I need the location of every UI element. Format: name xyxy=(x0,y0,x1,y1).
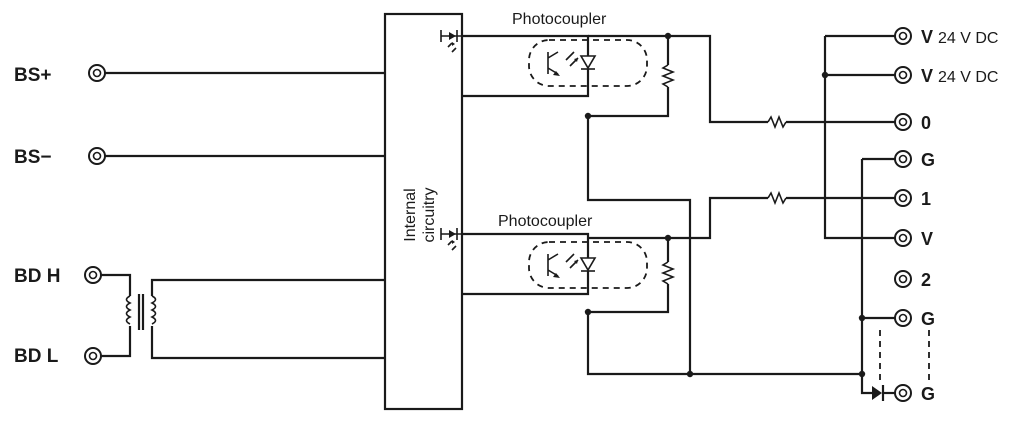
resistor-icon xyxy=(767,190,787,206)
resistor-icon xyxy=(660,261,676,285)
label-bd-h: BD H xyxy=(14,266,60,287)
svg-text:G: G xyxy=(921,384,935,404)
label-photocoupler-bottom: Photocoupler xyxy=(498,213,593,230)
wire-pc2-resistor-return xyxy=(588,284,670,314)
terminal-bd-l: BD L xyxy=(14,346,102,367)
wire-pc2-output xyxy=(462,271,590,296)
terminal-v-3: V xyxy=(894,229,933,249)
wire-transformer-secondary xyxy=(150,278,385,296)
terminal-bd-h: BD H xyxy=(14,266,102,287)
diode-icon xyxy=(872,385,885,401)
svg-text:G: G xyxy=(921,150,935,170)
label-circuitry: circuitry xyxy=(421,187,438,242)
label-bs-plus: BS+ xyxy=(14,65,52,86)
terminal-g-3: G xyxy=(894,384,935,404)
terminal-2: 2 xyxy=(894,270,931,290)
terminal-v-2: V 24 V DC xyxy=(894,66,998,86)
wire-bd-l xyxy=(101,326,132,358)
label-bd-l: BD L xyxy=(14,346,59,367)
svg-text:2: 2 xyxy=(921,270,931,290)
resistor-icon xyxy=(660,64,676,88)
wire-gnd-from-pc1 xyxy=(586,116,692,374)
wire-gnd-from-pc2 xyxy=(586,312,862,376)
terminal-g-2: G xyxy=(894,309,935,329)
wire-pc1-to-0 xyxy=(668,34,768,124)
terminal-g-1: G xyxy=(894,150,935,170)
phototransistor-icon xyxy=(440,228,462,251)
svg-text:G: G xyxy=(921,309,935,329)
svg-text:1: 1 xyxy=(921,189,931,209)
svg-text:V: V xyxy=(921,27,933,47)
svg-text:24 V DC: 24 V DC xyxy=(938,30,998,47)
svg-text:0: 0 xyxy=(921,113,931,133)
resistor-icon xyxy=(767,114,787,130)
svg-text:24 V DC: 24 V DC xyxy=(938,69,998,86)
terminal-bs-plus: BS+ xyxy=(14,64,106,86)
label-internal: Internal xyxy=(402,188,419,241)
terminal-1: 1 xyxy=(894,189,931,209)
wire-g-bottom xyxy=(860,374,872,395)
wire-v-rail xyxy=(823,36,895,240)
terminal-bs-minus: BS− xyxy=(14,147,106,168)
wire-bd-h xyxy=(101,273,132,296)
label-bs-minus: BS− xyxy=(14,147,52,168)
label-photocoupler-top: Photocoupler xyxy=(512,11,607,28)
svg-text:V: V xyxy=(921,66,933,86)
internal-circuitry-block: Internal circuitry xyxy=(383,12,464,411)
wire-pc1-output xyxy=(462,69,590,98)
wire-pc1-input xyxy=(462,34,590,56)
wire-transformer-secondary-low xyxy=(150,326,385,360)
wire-pc2-to-1 xyxy=(668,196,768,240)
terminal-v-1: V 24 V DC xyxy=(894,27,998,47)
phototransistor-icon xyxy=(440,30,462,53)
wire-pc2-input xyxy=(462,232,590,258)
terminal-0: 0 xyxy=(894,113,931,133)
svg-text:V: V xyxy=(921,229,933,249)
wire-pc1-resistor-return xyxy=(588,87,670,118)
transformer-icon xyxy=(125,294,157,330)
